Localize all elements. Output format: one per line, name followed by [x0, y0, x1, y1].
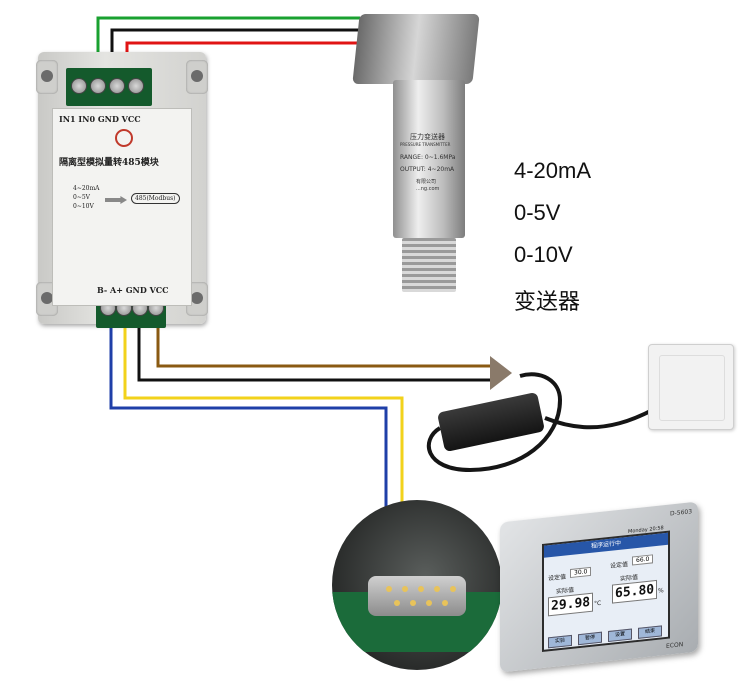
power-arrow [490, 356, 512, 390]
signal-label-0-5v: 0-5V [514, 200, 561, 225]
transmitter-connector-head [352, 14, 480, 84]
hmi-left-unit: °C [594, 599, 602, 608]
transmitter-range: RANGE: 0~1.6MPa [400, 154, 456, 161]
transmitter-name: 压力变送器 [410, 133, 445, 141]
hmi-right-set-label: 设定值 [610, 560, 629, 570]
hmi-button-pause[interactable]: 暂停 [578, 631, 602, 646]
wire-yellow [123, 300, 404, 580]
analog-to-485-module: IN1 IN0 GND VCC 隔离型模拟量转485模块 4~20mA 0~5V… [36, 52, 208, 328]
mount-ear-top-right [186, 60, 208, 94]
hmi-right-set: 66.0 [632, 554, 654, 566]
signal-label-transmitter: 变送器 [514, 289, 581, 314]
hmi-left-set: 30.0 [570, 566, 592, 579]
input-options: 4~20mA 0~5V 0~10V [63, 185, 100, 219]
transmitter-label: 压力变送器 PRESSURE TRANSMITTER RANGE: 0~1.6M… [398, 132, 460, 194]
option-0-5v: 0~5V [73, 194, 90, 201]
bottom-terminal-labels: B- A+ GND VCC [97, 285, 169, 295]
hmi-right-value: 65.80 [612, 579, 658, 604]
mount-ear-top-left [36, 60, 58, 94]
hmi-right-unit: % [658, 587, 664, 595]
transmitter-output: OUTPUT: 4~20mA [400, 166, 455, 173]
transmitter-web: ...ng.com [416, 186, 440, 192]
transmitter-thread [402, 238, 456, 292]
db9-plug [368, 576, 466, 616]
hmi-button-settings[interactable]: 设置 [608, 628, 632, 643]
transmitter-name-en: PRESSURE TRANSMITTER [400, 142, 451, 147]
wire-brown [156, 300, 500, 368]
module-title: 隔离型模拟量转485模块 [59, 158, 159, 168]
input-terminal-block [66, 68, 152, 106]
output-protocol: 485(Modbus) [131, 193, 180, 204]
top-terminal-labels: IN1 IN0 GND VCC [59, 114, 141, 124]
hmi-left-value: 29.98 [548, 592, 594, 617]
option-0-10v: 0~10V [73, 203, 94, 210]
wire-blue [109, 300, 388, 580]
option-4-20ma: 4~20mA [73, 185, 100, 192]
pressure-transmitter [393, 80, 465, 238]
hmi-model: D-5603 [670, 508, 693, 518]
db9-connector-photo [332, 500, 502, 670]
hmi-touch-panel: D-5603 程序运行中 Monday 20:58 设定值 30.0 设定值 6… [500, 501, 698, 673]
hmi-brand: ECON [666, 641, 684, 650]
hmi-screen: 程序运行中 Monday 20:58 设定值 30.0 设定值 66.0 实际值… [542, 525, 670, 652]
hmi-button-test[interactable]: 实验 [548, 634, 572, 649]
transmitter-maker: 有限公司 [416, 179, 437, 185]
arrow-right-icon [105, 196, 127, 204]
brand-logo-icon [115, 129, 133, 147]
hmi-left-set-label: 设定值 [548, 573, 567, 583]
hmi-button-end[interactable]: 结束 [638, 625, 662, 639]
wall-socket [648, 344, 734, 430]
signal-label-0-10v: 0-10V [514, 242, 573, 267]
module-faceplate: IN1 IN0 GND VCC 隔离型模拟量转485模块 4~20mA 0~5V… [52, 108, 192, 306]
signal-label-4-20ma: 4-20mA [514, 158, 592, 183]
